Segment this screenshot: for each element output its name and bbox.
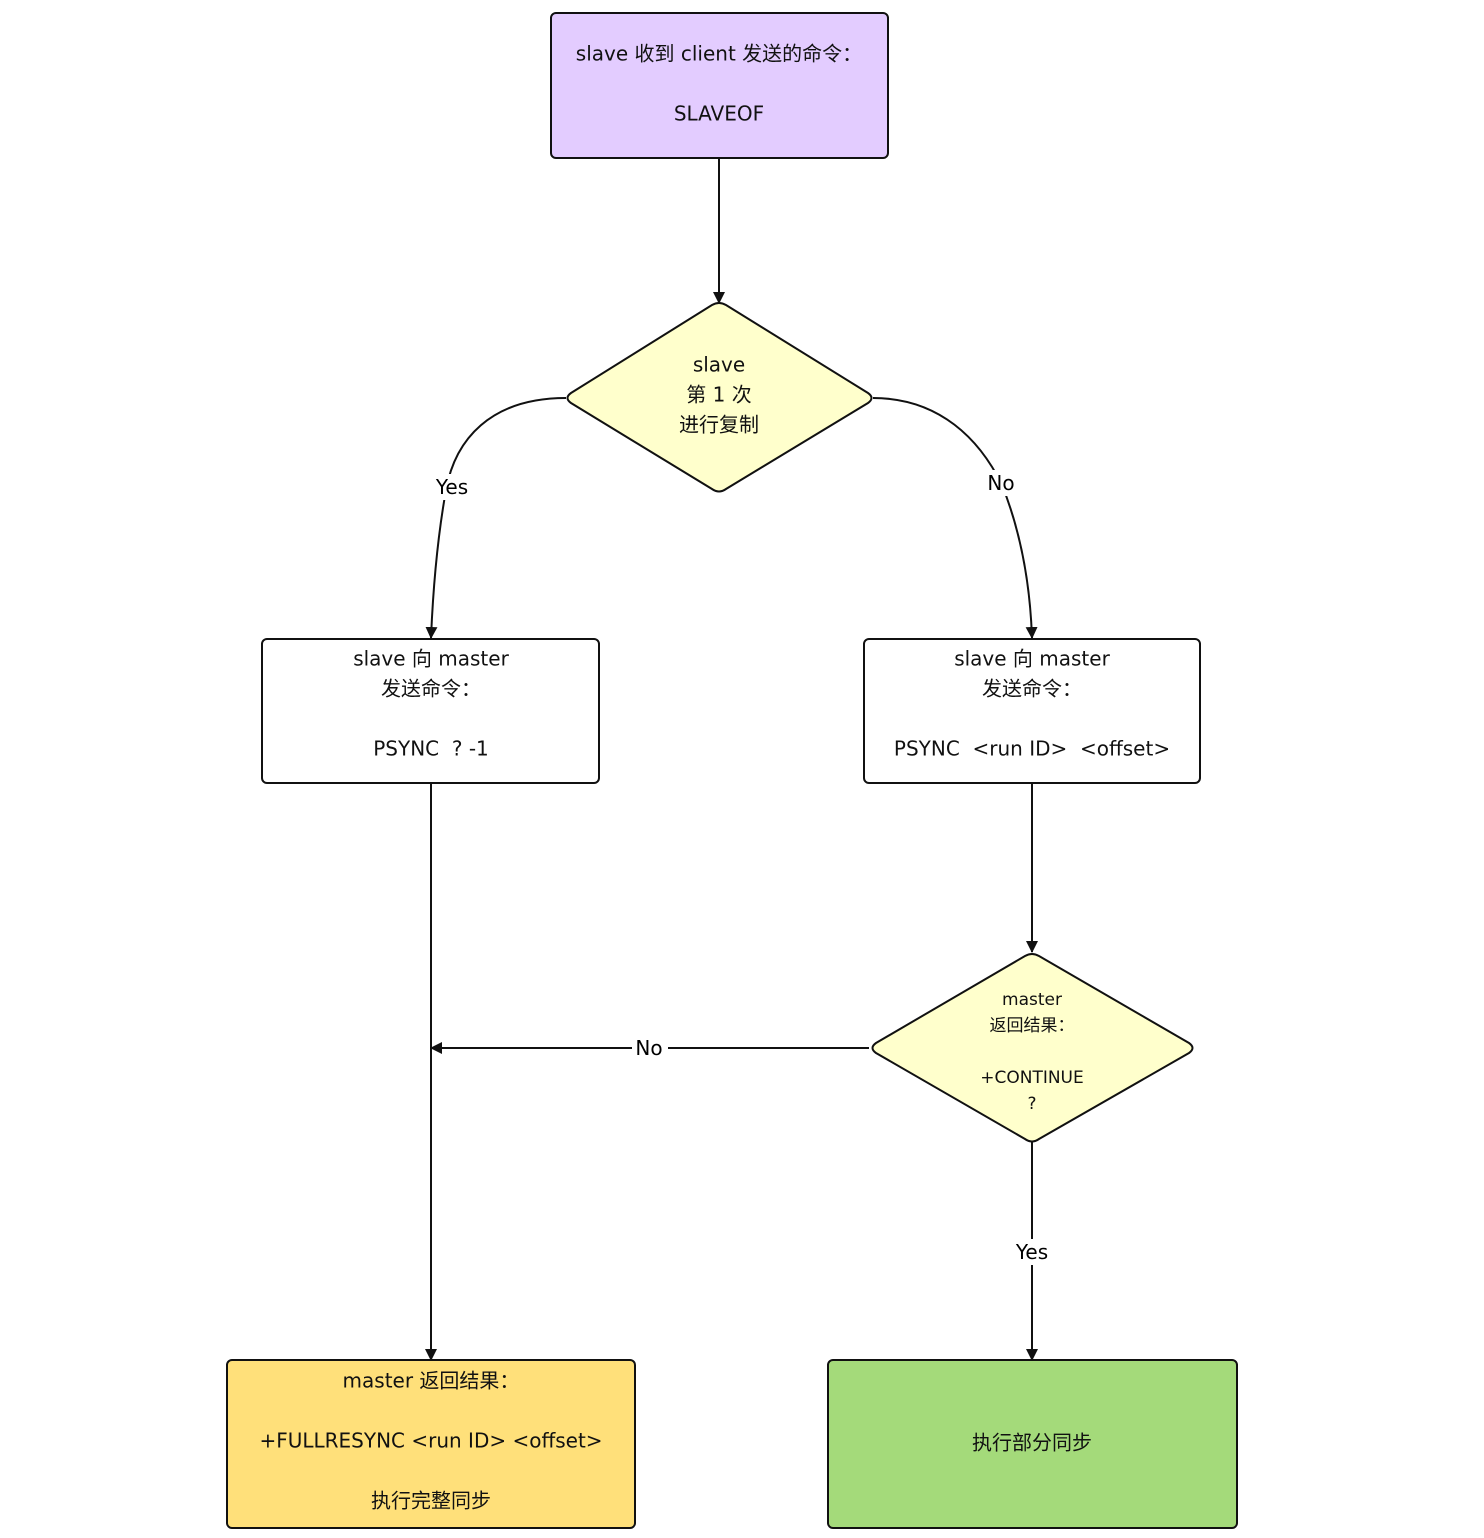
edge-label-first-no: No bbox=[987, 471, 1014, 495]
node-decision-continue: master 返回结果： +CONTINUE? bbox=[871, 953, 1194, 1143]
node-full-result-text-line: 执行完整同步 bbox=[371, 1489, 491, 1513]
node-start-text-line: SLAVEOF bbox=[674, 102, 764, 126]
node-decision-first-text-line: 第 1 次 bbox=[686, 383, 751, 407]
node-decision-continue-text: master 返回结果： +CONTINUE? bbox=[980, 990, 1084, 1114]
node-psync-full-text-line: PSYNC ? -1 bbox=[373, 737, 489, 761]
node-decision-first-text-line: slave bbox=[693, 353, 745, 377]
node-full-result-text-line: +FULLRESYNC <run ID> <offset> bbox=[259, 1429, 602, 1453]
node-full-result-text-line: master 返回结果： bbox=[343, 1369, 520, 1393]
edge-labels: Yes No No Yes bbox=[430, 470, 1055, 1265]
node-start-box bbox=[550, 12, 889, 159]
node-psync-partial-text-line: 发送命令： bbox=[982, 677, 1082, 701]
edge-label-first-yes: Yes bbox=[435, 475, 468, 499]
node-start-text: slave 收到 client 发送的命令： SLAVEOF bbox=[576, 42, 862, 126]
node-psync-partial-text-line: slave 向 master bbox=[954, 647, 1110, 671]
node-decision-continue-text-line: master bbox=[1002, 990, 1062, 1010]
node-psync-full-text-line: slave 向 master bbox=[353, 647, 509, 671]
node-full-result-box bbox=[226, 1359, 636, 1529]
node-start-text-line: slave 收到 client 发送的命令： bbox=[576, 42, 862, 66]
node-psync-full: slave 向 master 发送命令： PSYNC ? -1 bbox=[261, 638, 600, 784]
node-psync-partial-text: slave 向 master 发送命令： PSYNC <run ID> <offse… bbox=[894, 647, 1170, 761]
edge-decision-yes bbox=[425, 397, 567, 639]
node-decision-first-text-line: 进行复制 bbox=[679, 413, 759, 437]
node-psync-partial: slave 向 master 发送命令： PSYNC <run ID> <offse… bbox=[863, 638, 1201, 784]
node-psync-partial-box bbox=[863, 638, 1201, 784]
node-partial-result-text: 执行部分同步 bbox=[972, 1431, 1092, 1455]
node-decision-continue-diamond bbox=[871, 953, 1194, 1143]
node-psync-full-box bbox=[261, 638, 600, 784]
node-start: slave 收到 client 发送的命令： SLAVEOF bbox=[550, 12, 889, 159]
node-decision-continue-text-line: 返回结果： bbox=[990, 1016, 1075, 1036]
edge-label-continue-no: No bbox=[635, 1036, 662, 1060]
node-partial-result-box bbox=[827, 1359, 1238, 1529]
node-psync-full-text-line: 发送命令： bbox=[381, 677, 481, 701]
node-full-result-text: master 返回结果： +FULLRESYNC <run ID> <offset… bbox=[259, 1369, 602, 1513]
node-partial-result: 执行部分同步 bbox=[827, 1359, 1238, 1529]
node-partial-result-text-line: 执行部分同步 bbox=[972, 1431, 1092, 1455]
node-full-result: master 返回结果： +FULLRESYNC <run ID> <offset… bbox=[226, 1359, 636, 1529]
node-psync-full-text: slave 向 master 发送命令： PSYNC ? -1 bbox=[353, 647, 509, 761]
node-decision-continue-text-line: +CONTINUE bbox=[980, 1068, 1084, 1088]
node-psync-partial-text-line: PSYNC <run ID> <offset> bbox=[894, 737, 1170, 761]
node-decision-first-text: slave 第 1 次进行复制 bbox=[679, 353, 759, 437]
node-decision-first-diamond bbox=[566, 302, 873, 493]
node-decision-first: slave 第 1 次进行复制 bbox=[566, 302, 873, 493]
edge-decision-no bbox=[872, 397, 1038, 639]
node-decision-continue-text-line: ? bbox=[1027, 1094, 1036, 1114]
edge-label-continue-yes: Yes bbox=[1015, 1240, 1048, 1264]
